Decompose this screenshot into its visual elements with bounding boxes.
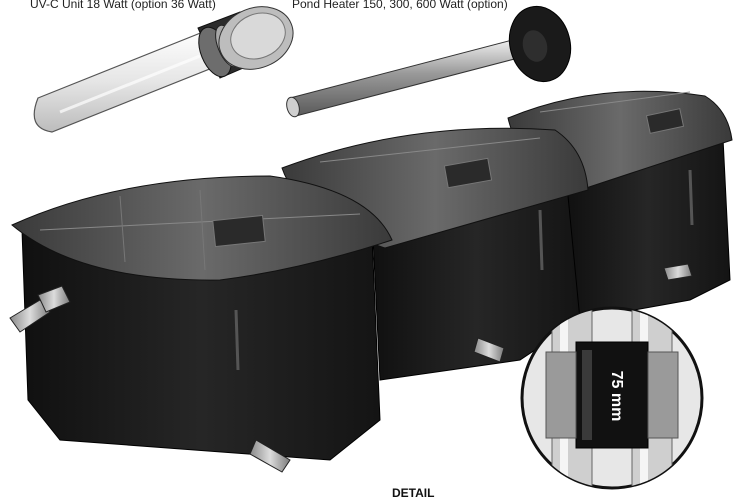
pond-heater — [286, 5, 572, 118]
detail-dimension-label: 75 mm — [608, 371, 625, 422]
pond-heater-caption: Pond Heater 150, 300, 600 Watt (option) — [292, 0, 508, 11]
uv-unit-caption: UV-C Unit 18 Watt (option 36 Watt) — [30, 0, 216, 11]
filter-box-1 — [9, 175, 393, 473]
uv-unit — [33, 6, 294, 133]
detail-view: 75 mm — [520, 306, 704, 490]
detail-label: DETAIL — [392, 486, 435, 500]
